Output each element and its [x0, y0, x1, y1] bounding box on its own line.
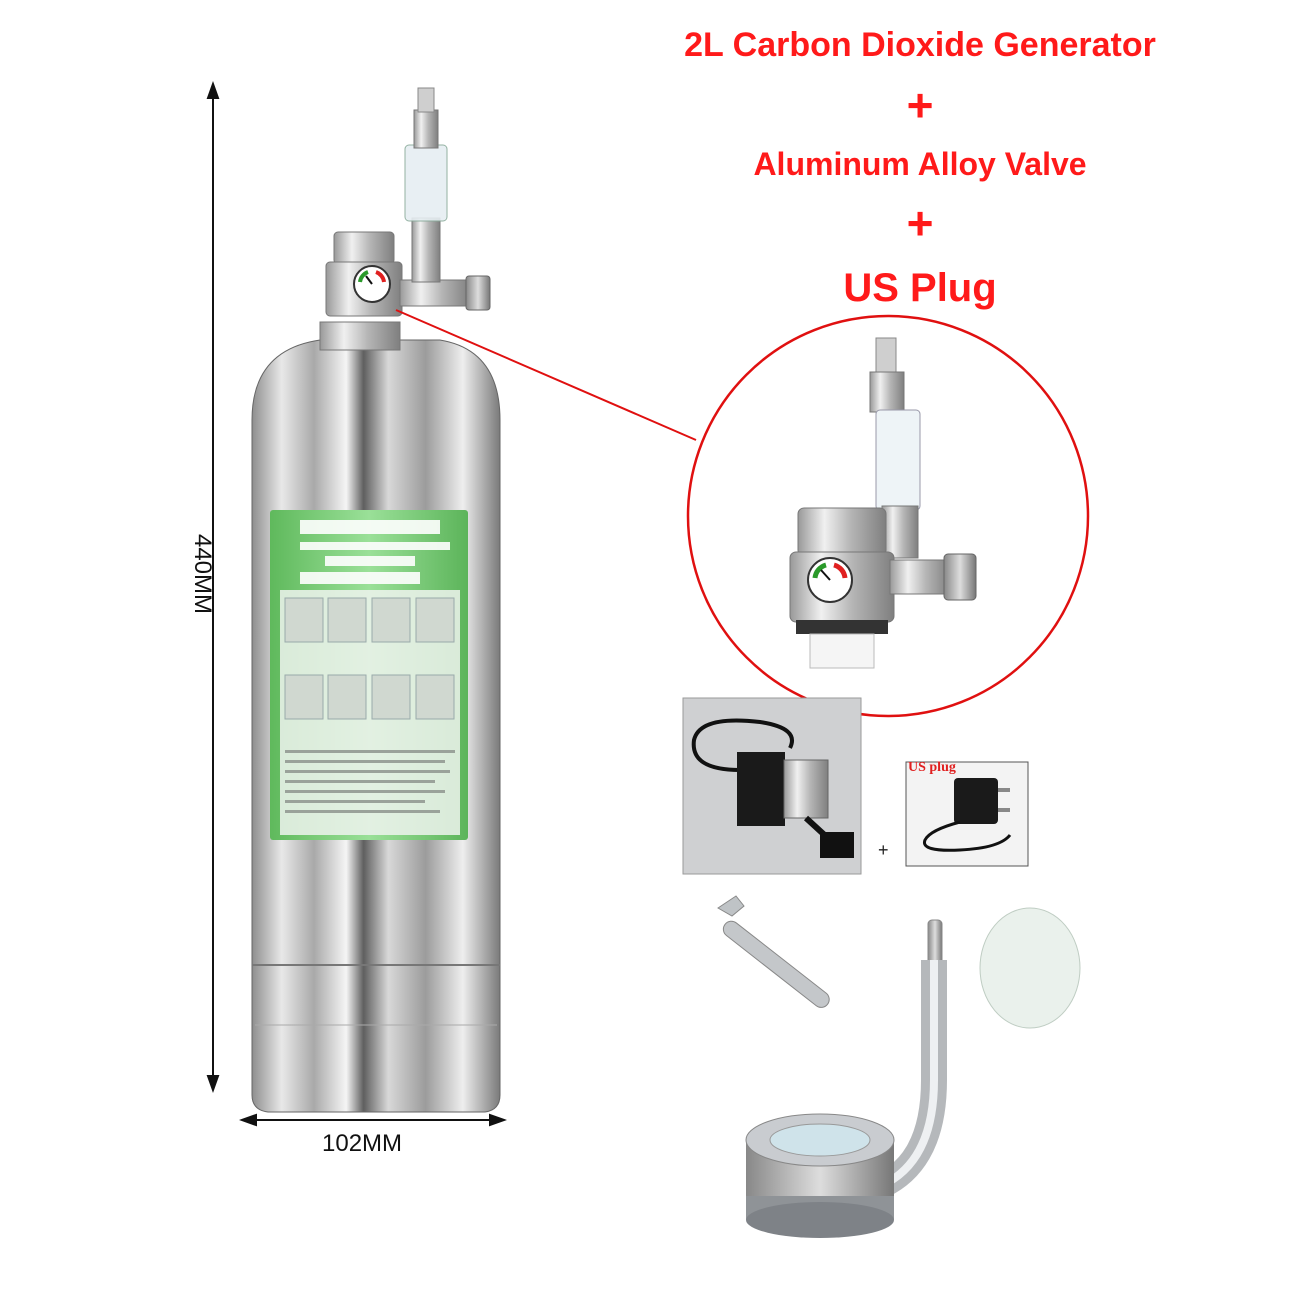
- headline-plus-2: +: [906, 197, 934, 249]
- us-plug-image: [905, 761, 1029, 867]
- wrench-icon: [717, 895, 830, 1008]
- width-dimension-line: [239, 1113, 507, 1127]
- height-dimension-line: [206, 81, 220, 1093]
- valve-assembly: [325, 87, 491, 317]
- height-dimension-label: 440MM: [189, 533, 217, 615]
- solenoid-image: [682, 697, 862, 875]
- co2-diffuser: [745, 907, 1081, 1238]
- headline-valve: Aluminum Alloy Valve: [753, 146, 1087, 182]
- accessory-plus: +: [878, 840, 889, 860]
- callout-line: [395, 309, 697, 441]
- width-dimension-label: 102MM: [322, 1130, 403, 1157]
- cylinder-label: [270, 510, 468, 840]
- headline-plus-1: +: [906, 79, 934, 131]
- valve-zoom-detail: [789, 337, 977, 669]
- headline-us-plug: US Plug: [843, 266, 997, 310]
- us-plug-tag: US plug: [908, 760, 956, 775]
- headline-generator: 2L Carbon Dioxide Generator: [684, 26, 1156, 64]
